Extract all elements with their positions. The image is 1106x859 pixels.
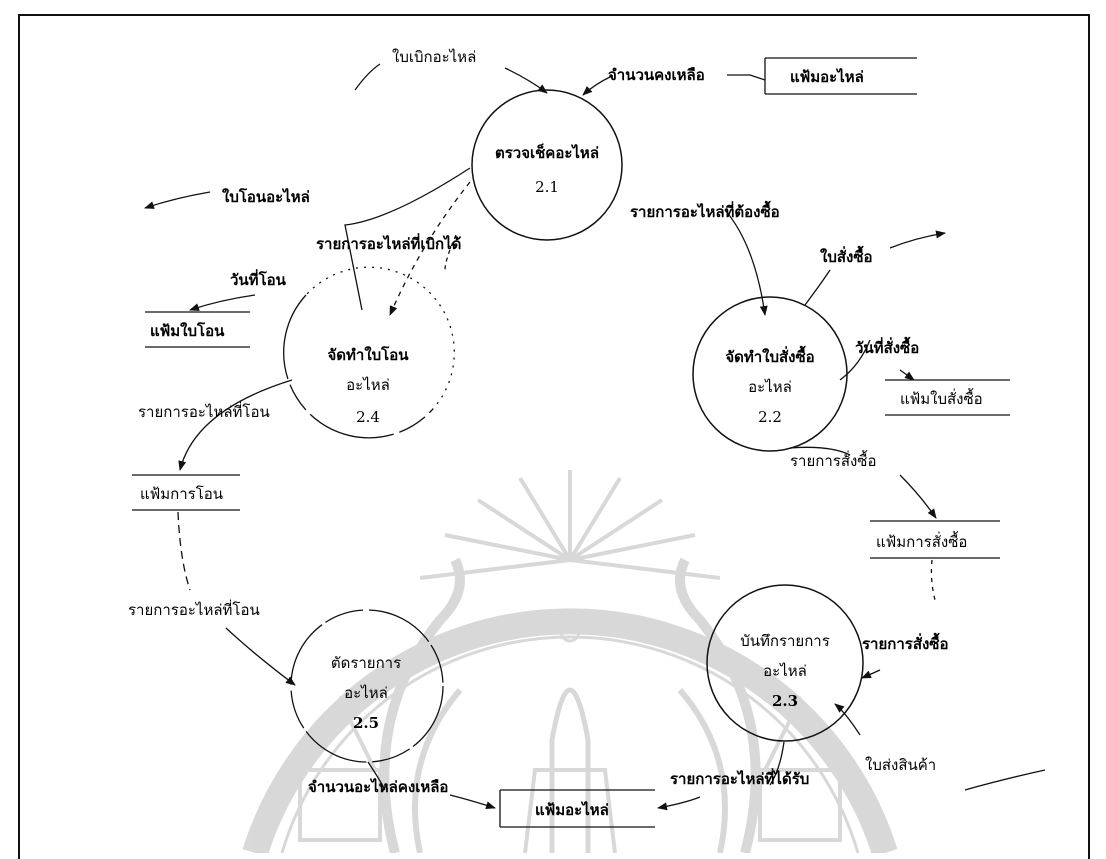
flow-label-transfer-slip: ใบโอนอะไหล่ — [222, 187, 310, 206]
flow-label-purchase-items-2: รายการสั่งซื้อ — [862, 632, 949, 653]
process-2-4-circle — [283, 294, 433, 439]
flow-label-delivery-note: ใบส่งสินค้า — [865, 756, 936, 774]
process-2-3-number: 2.3 — [772, 692, 798, 710]
process-2-2-name-line1: จัดทำใบสั่งซื้อ — [725, 345, 814, 366]
process-2-5-circle — [290, 609, 444, 763]
store-parts-file-top: แฟ้มอะไหล่ — [790, 67, 864, 86]
flow-transferred-to-cut-arrow — [225, 627, 296, 686]
flow-label-received-parts: รายการอะไหล่ที่ได้รับ — [670, 768, 809, 788]
flow-transferred-to-file-arrow — [178, 379, 293, 471]
flow-purchase-items-to-record-arrow — [861, 669, 881, 679]
process-2-2-circle — [692, 296, 848, 452]
store-transfer-file: แฟ้มการโอน — [140, 485, 223, 503]
store-parts-file-bottom: แฟ้มอะไหล่ — [535, 800, 609, 819]
process-2-1-number: 2.1 — [535, 178, 559, 196]
flow-label-order-date: วันที่สั่งซื้อ — [855, 336, 919, 357]
flow-remaining-parts-arrow — [449, 794, 496, 810]
flow-transfer-date-arrow — [189, 294, 256, 311]
process-2-5-number: 2.5 — [353, 714, 379, 732]
data-store-lines — [132, 57, 1010, 828]
flow-requisition-arrow — [504, 67, 548, 94]
store-purchase-file: แฟ้มการสั่งซื้อ — [876, 531, 967, 551]
flow-label-purchase-order: ใบสั่งซื้อ — [820, 245, 873, 266]
university-seal-watermark — [242, 470, 898, 853]
process-2-4-number: 2.4 — [356, 408, 380, 426]
flow-label-remaining-parts-qty: จำนวนอะไหล่คงเหลือ — [308, 777, 448, 796]
flow-label-requisitioned-parts: รายการอะไหล่ที่เบิกได้ — [316, 233, 461, 253]
flow-label-transferred-parts-2: รายการอะไหล่ที่โอน — [128, 599, 260, 619]
flow-to-buy-arrow — [724, 209, 768, 316]
flow-delivery-note-arrow — [834, 703, 861, 736]
flow-order-date-arrow — [899, 369, 915, 381]
process-2-4-name-line1: จัดทำใบโอน — [327, 345, 409, 364]
flow-label-transferred-parts-1: รายการอะไหล่ที่โอน — [138, 401, 270, 421]
process-2-1-name: ตรวจเช็คอะไหล่ — [495, 143, 599, 162]
process-2-3-circle — [706, 584, 864, 742]
flow-purchase-order-arrow — [889, 230, 946, 249]
flow-label-requisition-slip: ใบเบิกอะไหล่ — [392, 48, 476, 66]
flow-label-parts-to-buy: รายการอะไหล่ที่ต้องซื้อ — [630, 200, 780, 221]
flow-transfer-slip-arrow — [144, 191, 211, 209]
flow-remaining-arrow — [582, 75, 613, 96]
process-2-5-name-line2: อะไหล่ — [344, 684, 388, 702]
flow-received-parts-arrow — [657, 796, 701, 811]
flow-label-remaining-qty: จำนวนคงเหลือ — [608, 66, 705, 84]
process-2-5-name-line1: ตัดรายการ — [331, 654, 401, 672]
process-2-3-name-line2: อะไหล่ — [763, 662, 807, 680]
page-frame — [18, 14, 1090, 859]
process-2-3-name-line1: บันทึกรายการ — [740, 632, 830, 650]
process-2-2-name-line2: อะไหล่ — [748, 378, 792, 396]
flow-purchase-items-arrow — [899, 474, 937, 519]
store-purchase-order-file: แฟ้มใบสั่งซื้อ — [900, 388, 983, 408]
process-2-2-number: 2.2 — [758, 408, 782, 426]
process-2-1-circle — [471, 89, 623, 241]
flow-label-transfer-date: วันที่โอน — [230, 269, 287, 289]
store-transfer-slip-file: แฟ้มใบโอน — [150, 321, 225, 340]
process-2-4-name-line2: อะไหล่ — [346, 376, 390, 394]
flow-label-purchase-items-1: รายการสั่งซื้อ — [790, 450, 877, 470]
